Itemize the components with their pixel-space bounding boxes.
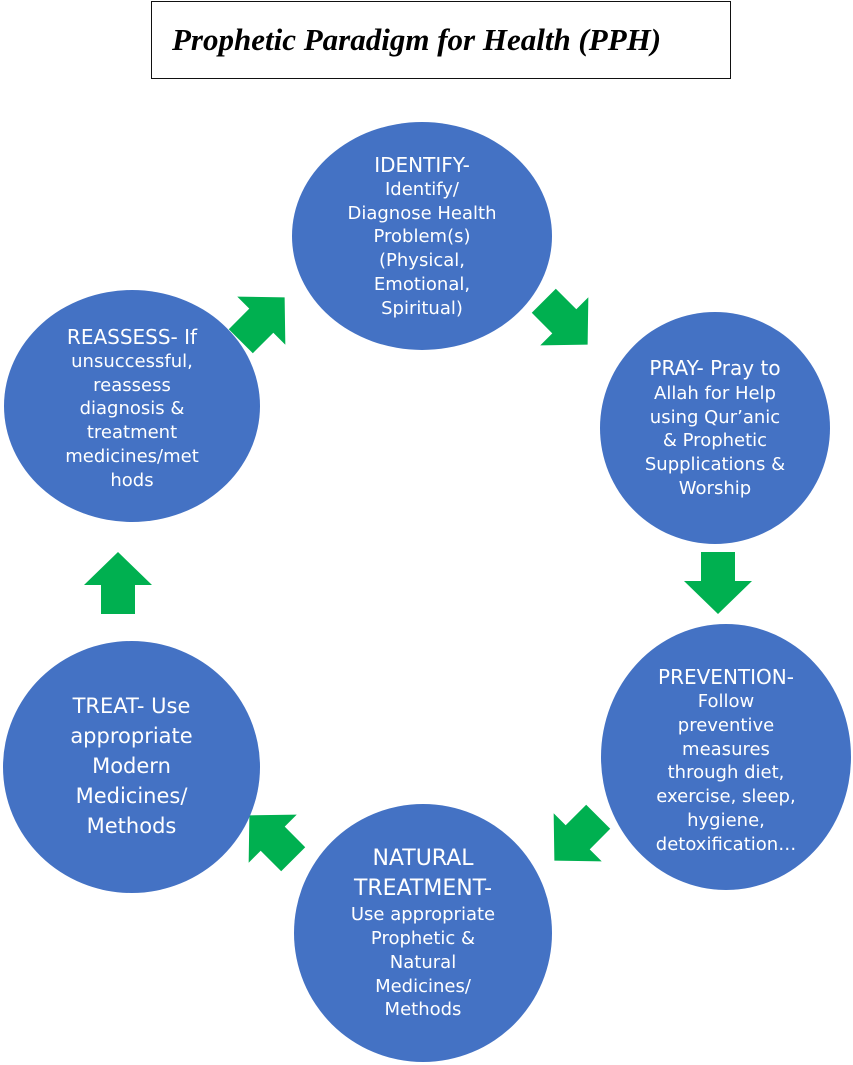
node-natural-treatment-line: Methods bbox=[384, 999, 462, 1021]
node-reassess-line: treatment bbox=[86, 422, 178, 444]
node-identify-line: Identify/ bbox=[384, 178, 459, 200]
node-reassess-line: reassess bbox=[93, 374, 171, 396]
node-treat-line: TREAT- Use bbox=[72, 694, 191, 719]
node-pray-line: Worship bbox=[678, 477, 752, 499]
node-identify-line: Diagnose Health bbox=[347, 202, 497, 224]
node-treat-line: Medicines/ bbox=[75, 783, 188, 808]
diagram-title: Prophetic Paradigm for Health (PPH) bbox=[172, 22, 662, 57]
node-treat-line: appropriate bbox=[70, 724, 193, 749]
node-reassess-line: diagnosis & bbox=[79, 398, 185, 420]
title-box: Prophetic Paradigm for Health (PPH) bbox=[151, 1, 731, 79]
node-prevention-line: preventive bbox=[677, 714, 775, 736]
node-natural-treatment-line: Natural bbox=[389, 951, 457, 973]
node-reassess-line: REASSESS- If bbox=[66, 324, 198, 349]
node-treat-line: Modern bbox=[92, 754, 171, 779]
node-pray: PRAY- Pray to Allah for Help using Qur’a… bbox=[600, 312, 830, 544]
node-reassess-line: medicines/met bbox=[65, 445, 199, 467]
node-identify-line: Spiritual) bbox=[381, 297, 463, 319]
node-reassess-line: hods bbox=[110, 469, 154, 491]
node-treat: TREAT- Use appropriate Modern Medicines/… bbox=[3, 641, 260, 893]
node-prevention-line: measures bbox=[682, 738, 770, 760]
arrow-down-left bbox=[553, 804, 611, 862]
node-identify-line: (Physical, bbox=[379, 250, 465, 272]
node-prevention-line: Follow bbox=[697, 691, 755, 713]
node-pray-line: using Qur’anic bbox=[649, 406, 781, 428]
node-prevention-line: exercise, sleep, bbox=[656, 786, 796, 808]
node-pray-line: & Prophetic bbox=[662, 430, 768, 452]
node-prevention-line: through diet, bbox=[667, 762, 785, 784]
node-natural-treatment: NATURAL TREATMENT- Use appropriate Proph… bbox=[294, 804, 552, 1062]
node-identify-line: Emotional, bbox=[373, 273, 471, 295]
node-natural-treatment-head: NATURAL bbox=[372, 845, 474, 871]
node-pray-line: Allah for Help bbox=[654, 382, 776, 404]
node-pray-line: Supplications & bbox=[644, 454, 786, 476]
node-identify-line: Problem(s) bbox=[373, 226, 471, 248]
node-natural-treatment-line: Use appropriate bbox=[350, 904, 496, 926]
arrow-up bbox=[84, 552, 152, 614]
node-prevention-head: PREVENTION- bbox=[658, 664, 794, 689]
node-natural-treatment-line: Prophetic & bbox=[370, 928, 476, 950]
node-reassess: REASSESS- If unsuccessful, reassess diag… bbox=[4, 290, 260, 522]
node-pray-line: PRAY- Pray to bbox=[649, 356, 781, 381]
node-natural-treatment-line: Medicines/ bbox=[375, 975, 471, 997]
node-prevention: PREVENTION- Follow preventive measures t… bbox=[601, 624, 851, 890]
node-reassess-line: unsuccessful, bbox=[71, 350, 193, 372]
node-treat-line: Methods bbox=[86, 813, 177, 838]
node-identify-head: IDENTIFY- bbox=[374, 152, 470, 177]
node-natural-treatment-head: TREATMENT- bbox=[353, 875, 493, 901]
node-prevention-line: hygiene, bbox=[687, 809, 765, 831]
node-identify: IDENTIFY- Identify/ Diagnose Health Prob… bbox=[292, 122, 552, 350]
arrow-up-right bbox=[228, 296, 286, 354]
node-prevention-line: detoxification… bbox=[655, 833, 797, 855]
arrow-down bbox=[684, 552, 752, 614]
arrow-up-left bbox=[248, 814, 306, 872]
arrow-down-right bbox=[531, 288, 589, 346]
